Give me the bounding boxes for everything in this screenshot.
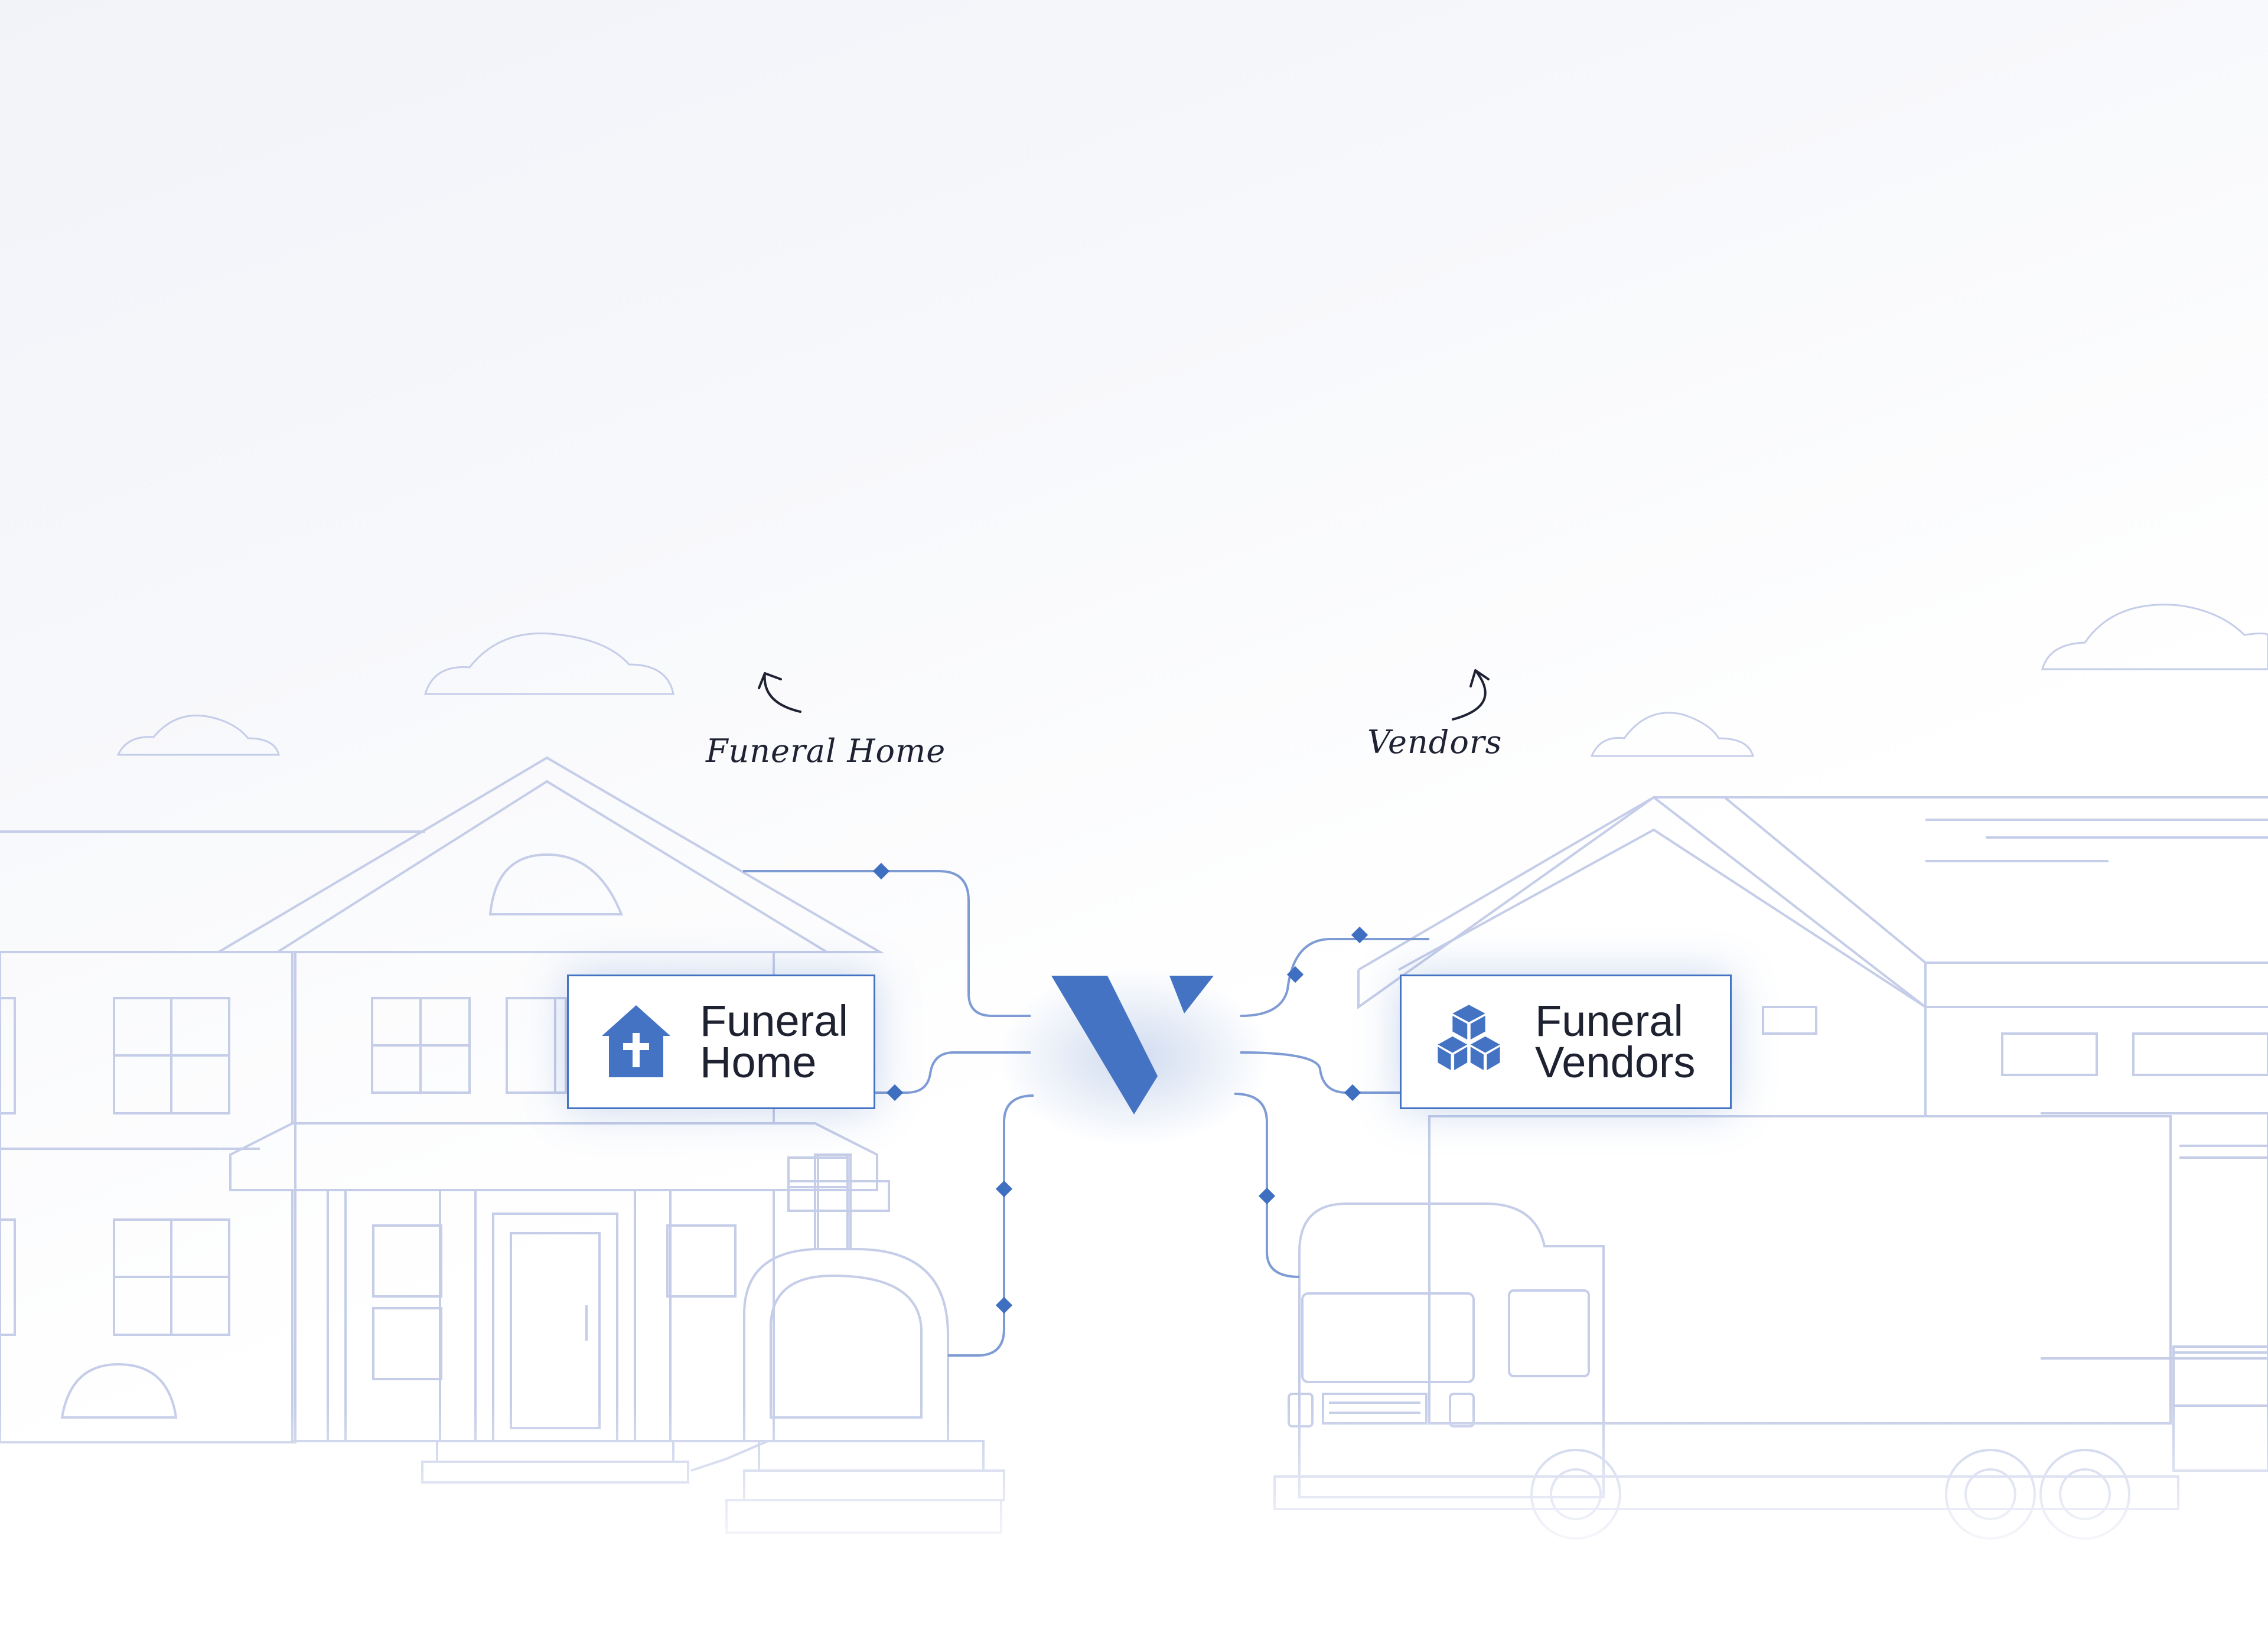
cloud-icon [423, 632, 674, 695]
vendors-annotation: Vendors [1367, 724, 1503, 761]
clouds [116, 604, 2268, 757]
cloud-icon [116, 715, 280, 756]
bottom-fade [0, 1406, 2268, 1636]
connector-nodes [872, 862, 1368, 1314]
cloud-icon [2041, 604, 2268, 670]
v-logo-icon [1051, 976, 1214, 1114]
curved-arrow-icon [758, 672, 801, 713]
funeral-home-card[interactable]: Funeral Home [567, 975, 875, 1109]
funeral-home-building [0, 756, 885, 1484]
curved-arrow-icon [1452, 669, 1490, 721]
stacked-boxes-icon [1438, 1005, 1500, 1070]
card-label: Funeral Vendors [1535, 996, 1696, 1087]
cloud-icon [1590, 712, 1754, 757]
annotation-arrows [758, 669, 1490, 721]
card-label: Funeral Home [700, 996, 848, 1087]
vendor-warehouse [1357, 796, 2268, 1447]
funeral-home-annotation: Funeral Home [706, 732, 946, 770]
funeral-vendors-card[interactable]: Funeral Vendors [1400, 975, 1732, 1109]
house-cross-icon [602, 1005, 670, 1077]
